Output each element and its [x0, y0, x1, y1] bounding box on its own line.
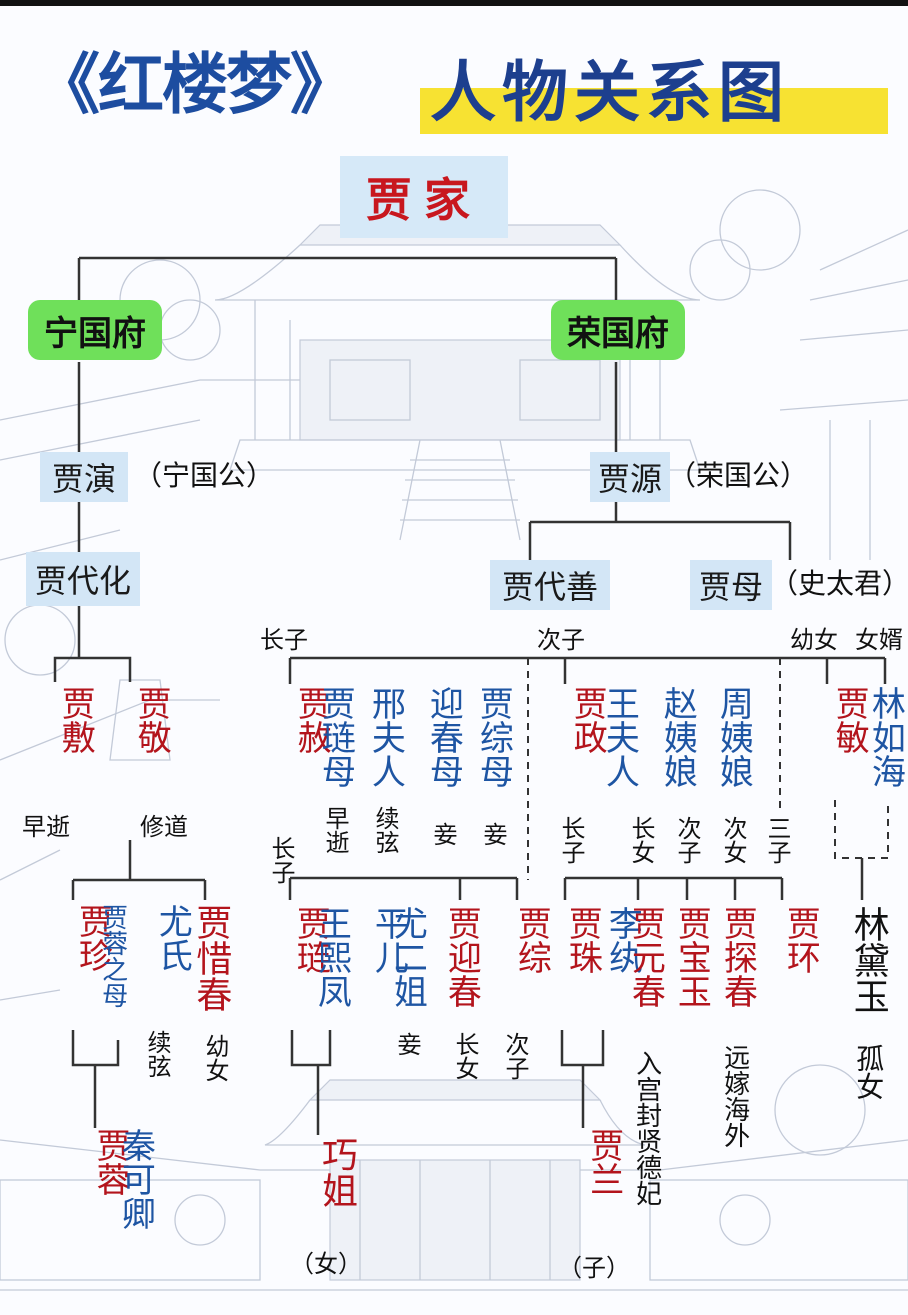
person-lin-daiyu: 林黛玉	[847, 906, 889, 1014]
label-eldest-son: 长子	[260, 626, 308, 654]
root-jia-family: 贾家	[340, 156, 508, 238]
person-jia-lian-mother: 贾琏母	[315, 686, 356, 788]
person-xing-furen: 邢夫人	[365, 686, 406, 788]
person-li-wan: 李纨	[602, 906, 643, 974]
person-jia-rong: 贾蓉	[90, 1128, 130, 1196]
person-jia-daishan: 贾代善	[490, 560, 610, 610]
person-jia-zhen: 贾珍	[72, 904, 113, 972]
person-wang-furen: 王夫人	[599, 686, 640, 788]
person-jia-yingchun: 贾迎春	[441, 906, 482, 1008]
person-jia-she: 贾赦	[291, 686, 332, 754]
person-jia-zong: 贾综	[511, 906, 552, 974]
note-xing-second-wife: 续弦	[371, 806, 399, 854]
person-jia-zong-mother: 贾综母	[473, 686, 514, 788]
person-qiao-jie: 巧姐	[316, 1136, 357, 1208]
person-wang-xifeng: 王熙凤	[311, 906, 352, 1008]
title-highlight	[420, 88, 888, 134]
person-yingchun-mother: 迎春母	[423, 686, 464, 788]
person-qin-keqing: 秦可卿	[115, 1128, 156, 1230]
note-zheng-third-son: 三子	[763, 816, 791, 864]
note-zheng-eldest-son: 长子	[557, 816, 585, 864]
note-tanchun-married-abroad: 远嫁海外	[719, 1044, 750, 1148]
note-orphan: 孤女	[852, 1044, 886, 1100]
branch-rongguo: 荣国府	[551, 300, 685, 360]
top-border	[0, 0, 908, 6]
note-zheng-second-son: 次子	[673, 816, 701, 864]
note-yingchun-mother-concubine: 妾	[429, 822, 457, 846]
person-jia-zhu: 贾珠	[562, 906, 603, 974]
note-second-wife: 续弦	[143, 1030, 171, 1078]
person-lin-ruhai: 林如海	[865, 686, 906, 788]
title-subtitle: 人物关系图	[430, 54, 790, 131]
note-shi-taijun: （史太君）	[770, 567, 908, 600]
label-son-in-law: 女婿	[855, 626, 903, 654]
person-you-erjie: 尤二姐	[387, 906, 428, 1008]
note-zheng-eldest-daughter: 长女	[627, 816, 655, 864]
note-rongguo-gong: （荣国公）	[668, 459, 809, 492]
note-jialan-male: （子）	[558, 1254, 630, 1282]
note-qiaojie-female: （女）	[290, 1250, 362, 1278]
label-second-son: 次子	[537, 626, 585, 654]
person-jia-lian: 贾琏	[290, 906, 331, 974]
note-yuanchun-consort: 入宫封贤德妃	[631, 1050, 662, 1206]
title-book: 《红楼梦》	[34, 46, 356, 123]
note-she-eldest-son: 长子	[267, 836, 295, 884]
label-youngest-daughter: 幼女	[790, 626, 838, 654]
branch-ningguo: 宁国府	[28, 300, 162, 360]
person-jia-yan: 贾演	[40, 452, 128, 502]
note-lian-mother-early-death: 早逝	[321, 806, 349, 854]
person-jia-daihua: 贾代化	[26, 552, 140, 606]
person-jia-yuanchun: 贾元春	[625, 906, 666, 1008]
person-you-shi: 尤氏	[152, 904, 193, 972]
note-jia-zong-second-son: 次子	[501, 1032, 529, 1080]
person-zhou-yiniang: 周姨娘	[713, 686, 754, 788]
person-jia-xichun: 贾惜春	[190, 904, 232, 1012]
person-jia-fu: 贾敷	[55, 686, 96, 754]
note-zheng-second-daughter: 次女	[719, 816, 747, 864]
note-taoist: 修道	[140, 813, 188, 841]
background-palace-illustration	[0, 189, 908, 1291]
note-zong-mother-concubine: 妾	[479, 822, 507, 846]
person-jia-rong-mother: 贾蓉之母	[97, 904, 128, 1008]
person-jia-min: 贾敏	[829, 686, 870, 754]
person-jia-baoyu: 贾宝玉	[671, 906, 712, 1008]
person-jia-jing: 贾敬	[131, 686, 172, 754]
person-zhao-yiniang: 赵姨娘	[657, 686, 698, 788]
person-jia-mu: 贾母	[690, 560, 772, 610]
note-early-death: 早逝	[22, 813, 70, 841]
person-jia-lan: 贾兰	[583, 1128, 624, 1196]
note-you-erjie-concubine: 妾	[393, 1032, 421, 1056]
person-jia-yuan: 贾源	[590, 452, 670, 502]
person-ping-er: 平儿	[368, 906, 409, 974]
note-yingchun-eldest-daughter: 长女	[451, 1032, 479, 1080]
note-youngest-daughter: 幼女	[201, 1034, 229, 1082]
person-jia-huan: 贾环	[780, 906, 821, 974]
person-jia-tanchun: 贾探春	[717, 906, 758, 1008]
person-jia-zheng: 贾政	[567, 686, 608, 754]
note-ningguo-gong: （宁国公）	[134, 459, 275, 492]
